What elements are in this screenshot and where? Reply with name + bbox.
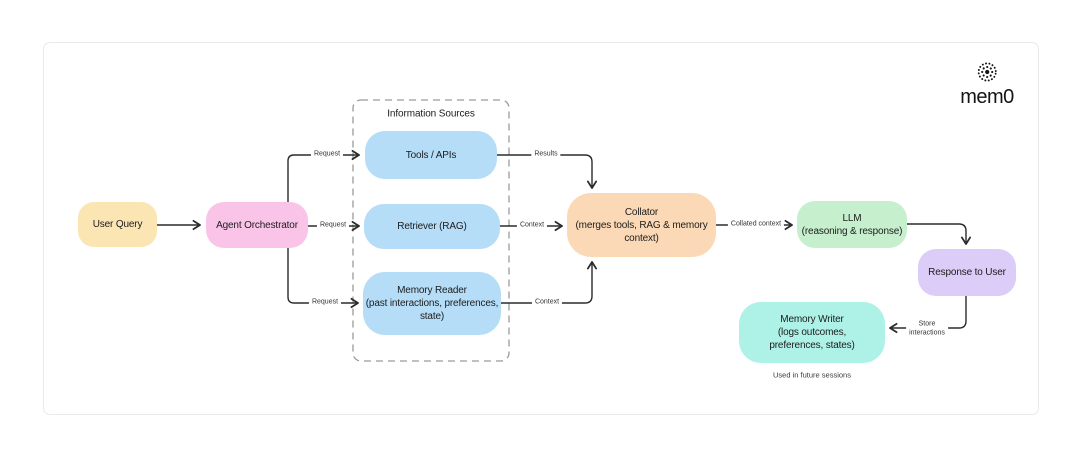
edge-label-context-retriever: Context	[516, 221, 548, 231]
node-memory-writer-subtitle-2: preferences, states)	[769, 340, 855, 351]
node-memory-reader-title: Memory Reader	[397, 285, 467, 296]
node-memory-writer: Memory Writer (logs outcomes, preference…	[739, 302, 885, 363]
node-collator-title: Collator	[624, 206, 659, 218]
node-tools-apis: Tools / APIs	[365, 131, 497, 179]
edge-label-request-memory: Request	[308, 298, 342, 308]
node-tools-apis-label: Tools / APIs	[405, 149, 457, 161]
information-sources-title: Information Sources	[387, 108, 475, 120]
node-memory-reader: Memory Reader (past interactions, prefer…	[363, 272, 501, 335]
edge-label-context-memory: Context	[531, 298, 563, 308]
node-user-query-label: User Query	[92, 219, 143, 230]
future-sessions-note: Used in future sessions	[773, 370, 851, 380]
node-response-to-user-label: Response to User	[928, 267, 1006, 278]
node-llm: LLM (reasoning & response)	[797, 201, 907, 248]
node-memory-reader-subtitle-1: (past interactions, preferences,	[365, 298, 499, 309]
mem0-logo-icon	[977, 62, 997, 82]
node-collator: Collator (merges tools, RAG & memory con…	[567, 193, 716, 257]
node-retriever-rag-label: Retriever (RAG)	[397, 221, 467, 232]
node-collator-subtitle-2: context)	[624, 232, 659, 244]
edge-label-collated-context: Collated context	[727, 220, 785, 230]
node-agent-orchestrator-label: Agent Orchestrator	[216, 219, 298, 231]
node-collator-subtitle-1: (merges tools, RAG & memory	[575, 219, 708, 231]
edge-label-results: Results	[531, 150, 561, 160]
edge-label-store-line2: interactions	[909, 329, 945, 336]
node-agent-orchestrator: Agent Orchestrator	[206, 202, 308, 248]
node-memory-writer-title: Memory Writer	[780, 314, 844, 325]
node-memory-writer-subtitle-1: (logs outcomes,	[777, 327, 847, 338]
edge-label-store-line1: Store	[918, 320, 936, 328]
edge-label-store-interactions: Store interactions	[906, 320, 948, 338]
mem0-logo: mem0	[960, 60, 1014, 107]
node-retriever-rag: Retriever (RAG)	[364, 204, 500, 249]
mem0-logo-text: mem0	[960, 86, 1014, 108]
edge-label-request-retriever: Request	[316, 221, 350, 231]
node-llm-title: LLM	[842, 212, 862, 224]
node-response-to-user: Response to User	[918, 249, 1016, 296]
node-user-query: User Query	[78, 202, 157, 247]
node-memory-reader-subtitle-2: state)	[419, 311, 445, 322]
edge-label-request-tools: Request	[310, 150, 344, 160]
node-llm-subtitle: (reasoning & response)	[801, 225, 903, 237]
